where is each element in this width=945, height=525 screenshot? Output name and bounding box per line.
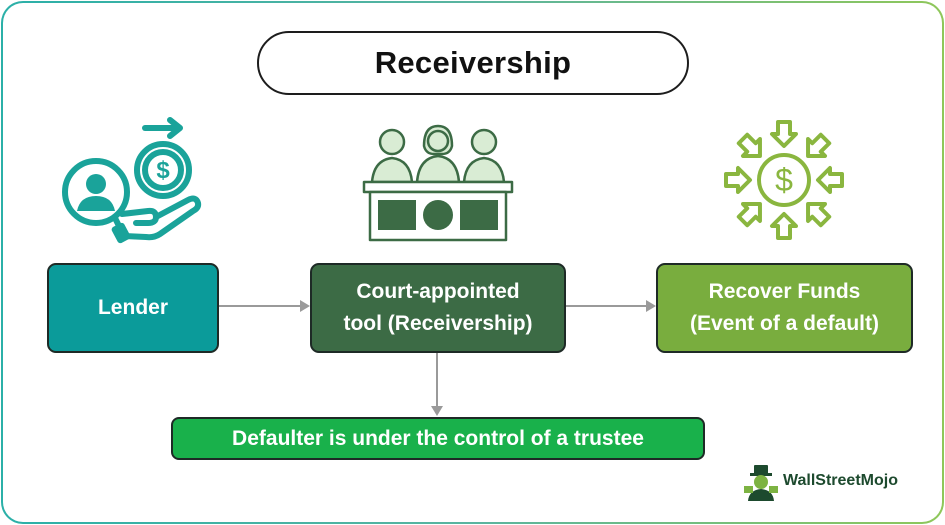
node-recover-label-line1: Recover Funds: [708, 280, 861, 303]
node-defaulter-label: Defaulter is under the control of a trus…: [232, 426, 644, 450]
court-judges-icon: [362, 124, 514, 242]
diagram-title: Receivership: [257, 31, 689, 95]
node-court-label-line1: Court-appointed: [356, 280, 520, 303]
svg-text:$: $: [775, 162, 793, 198]
person-money-hand-icon: $: [62, 117, 202, 244]
wallstreetmojo-logo-icon: [744, 465, 778, 501]
node-recover-funds: Recover Funds (Event of a default): [656, 263, 913, 353]
node-court-appointed-tool: Court-appointed tool (Receivership): [310, 263, 566, 353]
node-lender-label: Lender: [97, 296, 168, 319]
node-defaulter: Defaulter is under the control of a trus…: [171, 417, 705, 460]
node-court-label-line2: tool (Receivership): [343, 312, 533, 335]
node-lender: Lender: [47, 263, 219, 353]
svg-text:$: $: [156, 157, 170, 184]
node-recover-label-line2: (Event of a default): [689, 312, 879, 335]
dollar-inflow-arrows-icon: $: [724, 120, 844, 240]
brand-name: WallStreetMojo: [783, 472, 898, 489]
